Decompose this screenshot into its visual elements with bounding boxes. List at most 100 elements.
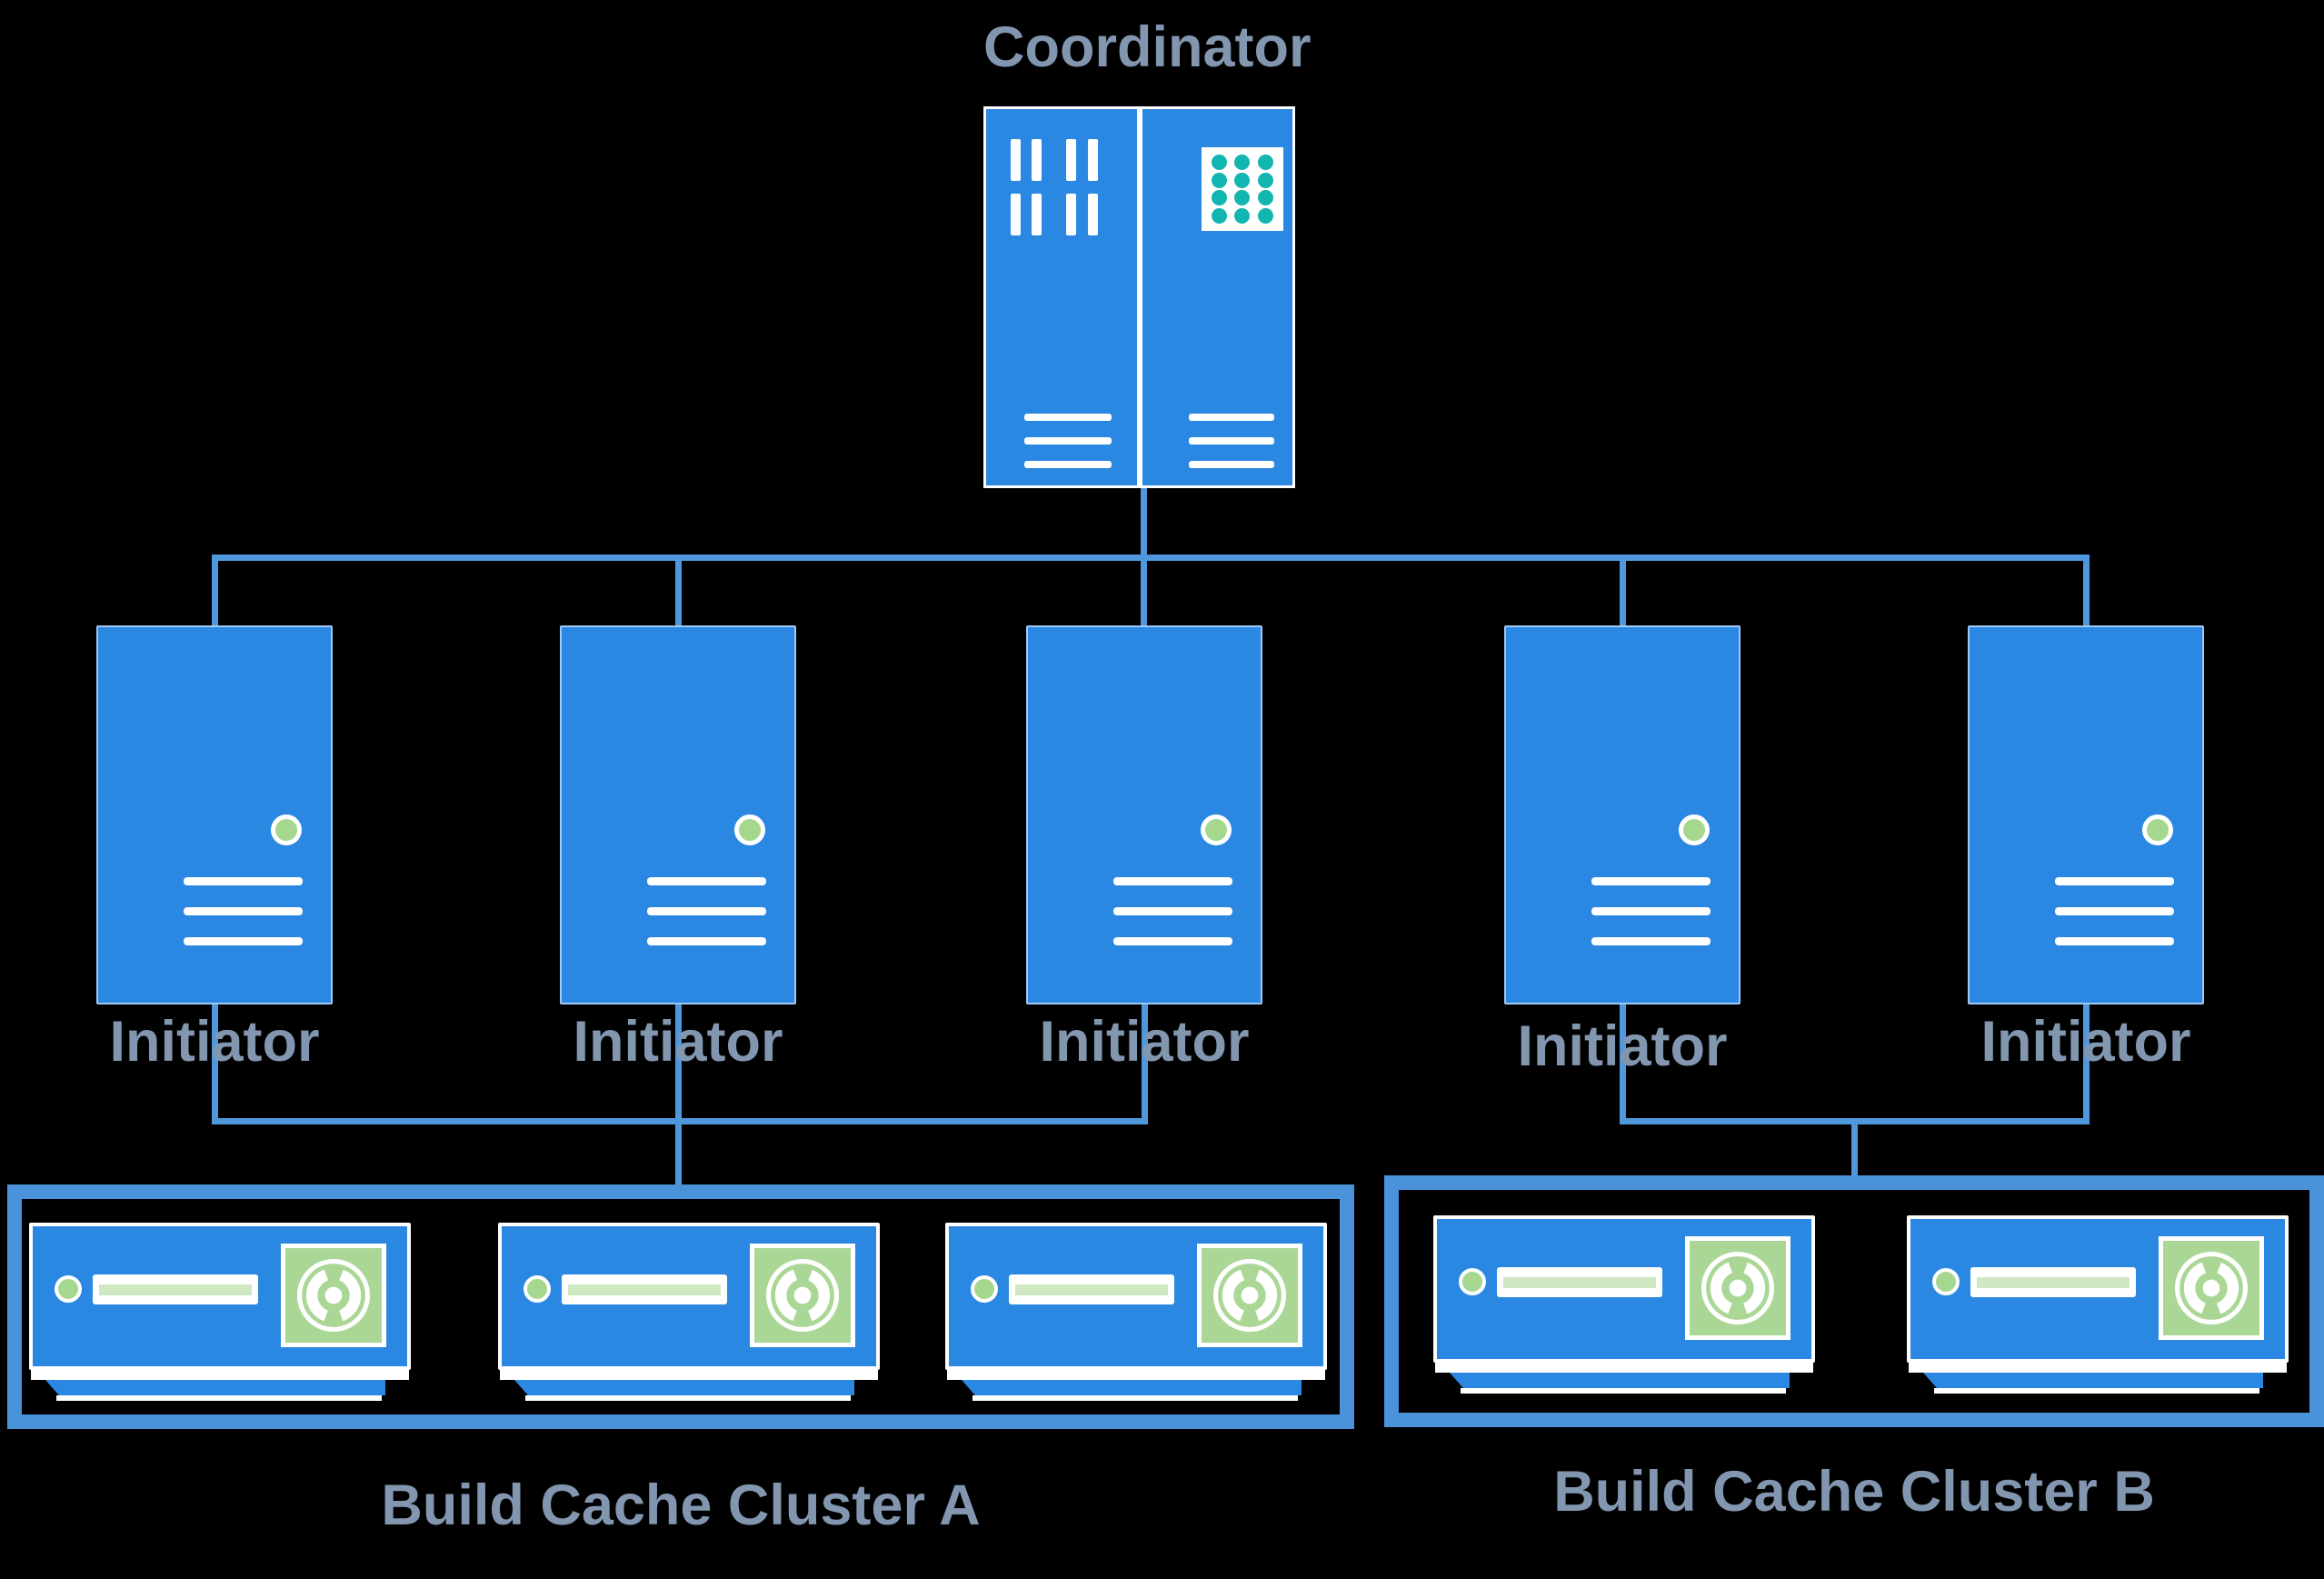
rack-slot-icon xyxy=(1088,194,1098,235)
led-icon xyxy=(971,1275,998,1303)
connector-line xyxy=(1141,488,1147,627)
led-icon xyxy=(734,814,765,845)
vent-line-icon xyxy=(647,907,766,915)
rack-slot-icon xyxy=(1011,194,1021,235)
connector-line xyxy=(675,556,682,627)
disk-icon xyxy=(1685,1236,1790,1340)
vent-line-icon xyxy=(1591,937,1711,945)
led-icon xyxy=(2142,814,2173,845)
led-icon xyxy=(55,1275,82,1303)
coordinator-rack-icon xyxy=(983,106,1295,488)
vent-line-icon xyxy=(1024,414,1112,421)
vent-line-icon xyxy=(1024,437,1112,445)
rack-slot-icon xyxy=(1032,139,1042,181)
cache-device-icon xyxy=(498,1223,880,1401)
initiator-server-icon xyxy=(1504,625,1741,1004)
connector-line xyxy=(675,1124,682,1184)
device-stand xyxy=(45,1380,385,1395)
device-stand xyxy=(56,1395,382,1401)
device-stand xyxy=(962,1380,1302,1395)
device-stand xyxy=(500,1370,878,1380)
device-stand xyxy=(1435,1363,1813,1373)
device-stand xyxy=(514,1380,854,1395)
device-stand xyxy=(1923,1373,2263,1388)
connector-line xyxy=(212,555,2090,561)
vent-line-icon xyxy=(647,937,766,945)
connector-line xyxy=(2083,556,2090,627)
device-stand xyxy=(1450,1373,1790,1388)
rack-slot-icon xyxy=(1066,194,1076,235)
connector-line xyxy=(1620,1004,1626,1124)
connector-line xyxy=(212,1118,1148,1124)
device-stand xyxy=(525,1395,851,1401)
device-stand xyxy=(31,1370,409,1380)
vent-line-icon xyxy=(1113,877,1232,885)
rack-slot-icon xyxy=(1088,139,1098,181)
vent-line-icon xyxy=(2055,877,2174,885)
led-icon xyxy=(524,1275,551,1303)
vent-line-icon xyxy=(184,907,303,915)
cluster-a-label: Build Cache Cluster A xyxy=(381,1474,981,1537)
vent-line-icon xyxy=(1591,877,1711,885)
led-icon xyxy=(271,814,302,845)
disk-icon xyxy=(1197,1244,1302,1347)
connector-line xyxy=(1620,1118,2090,1124)
led-icon xyxy=(1201,814,1232,845)
dot-grid-icon xyxy=(1202,147,1283,231)
drive-slot-icon xyxy=(1497,1267,1662,1297)
rack-slot-icon xyxy=(1032,194,1042,235)
vent-line-icon xyxy=(1189,414,1274,421)
connector-line xyxy=(1851,1124,1858,1175)
drive-slot-icon xyxy=(1009,1274,1174,1304)
build-cache-cluster-a xyxy=(7,1184,1354,1429)
rack-divider xyxy=(1137,108,1142,486)
drive-slot-icon xyxy=(1970,1267,2136,1297)
cluster-b-label: Build Cache Cluster B xyxy=(1553,1460,2155,1524)
rack-slot-icon xyxy=(1011,139,1021,181)
initiator-server-icon xyxy=(96,625,333,1004)
vent-line-icon xyxy=(184,937,303,945)
vent-line-icon xyxy=(647,877,766,885)
connector-line xyxy=(1620,556,1626,627)
led-icon xyxy=(1679,814,1710,845)
coordinator-label: Coordinator xyxy=(983,15,1312,79)
initiator-label: Initiator xyxy=(1039,1010,1250,1074)
vent-line-icon xyxy=(1591,907,1711,915)
vent-line-icon xyxy=(184,877,303,885)
led-icon xyxy=(1932,1268,1960,1295)
device-stand xyxy=(1461,1388,1786,1394)
connector-line xyxy=(1142,1004,1148,1124)
cache-device-icon xyxy=(29,1223,411,1401)
vent-line-icon xyxy=(1113,937,1232,945)
vent-line-icon xyxy=(1113,907,1232,915)
initiator-label: Initiator xyxy=(109,1010,320,1074)
disk-icon xyxy=(750,1244,855,1347)
cache-device-icon xyxy=(945,1223,1327,1401)
connector-line xyxy=(212,1004,218,1124)
initiator-server-icon xyxy=(1968,625,2204,1004)
vent-line-icon xyxy=(1189,461,1274,468)
drive-slot-icon xyxy=(93,1274,258,1304)
cache-device-icon xyxy=(1433,1215,1815,1394)
device-stand xyxy=(1909,1363,2287,1373)
disk-icon xyxy=(2159,1236,2264,1340)
connector-line xyxy=(212,556,218,627)
vent-line-icon xyxy=(2055,907,2174,915)
rack-slot-icon xyxy=(1066,139,1076,181)
initiator-label: Initiator xyxy=(1980,1010,2191,1074)
drive-slot-icon xyxy=(562,1274,727,1304)
initiator-label: Initiator xyxy=(573,1010,783,1074)
initiator-server-icon xyxy=(560,625,796,1004)
device-stand xyxy=(1934,1388,2259,1394)
vent-line-icon xyxy=(1189,437,1274,445)
initiator-label: Initiator xyxy=(1517,1014,1728,1078)
led-icon xyxy=(1459,1268,1486,1295)
cache-device-icon xyxy=(1907,1215,2289,1394)
build-cache-cluster-b xyxy=(1384,1175,2324,1427)
device-stand xyxy=(972,1395,1298,1401)
connector-line xyxy=(2083,1004,2090,1124)
connector-line xyxy=(675,1004,682,1124)
vent-line-icon xyxy=(2055,937,2174,945)
device-stand xyxy=(947,1370,1325,1380)
